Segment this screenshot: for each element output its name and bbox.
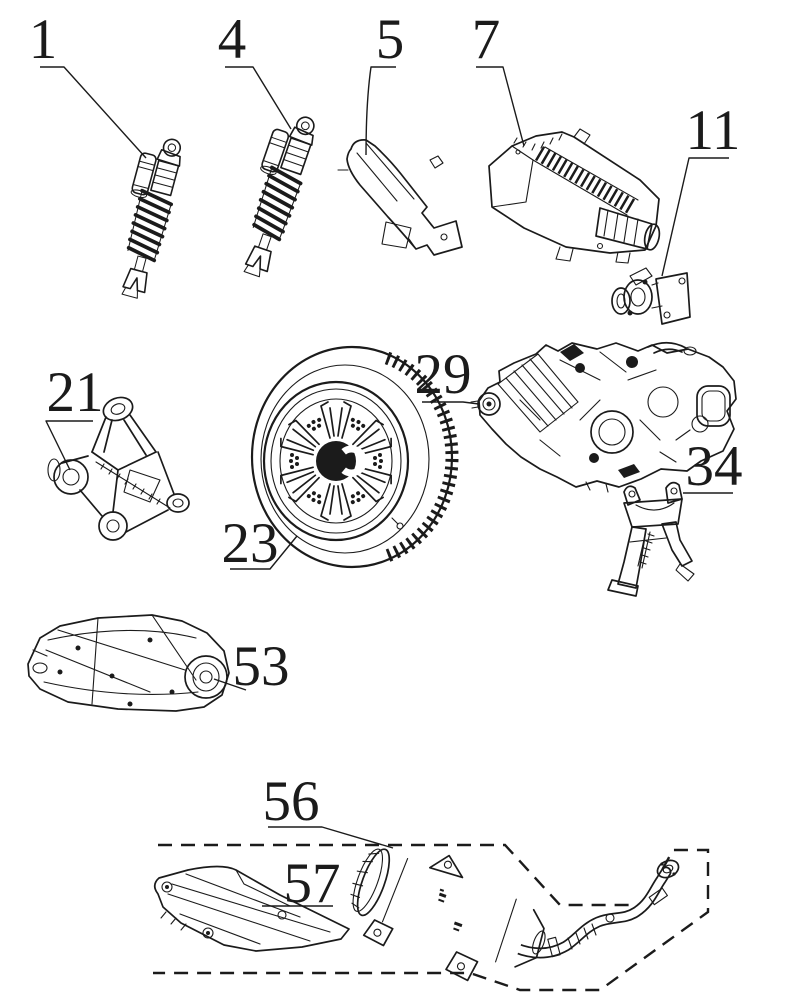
- part-drawing-heat-shield-57: [153, 865, 350, 952]
- callout-number-5: 5: [376, 8, 405, 71]
- callout-53: 53: [213, 635, 290, 698]
- callout-number-4: 4: [218, 8, 247, 71]
- callout-leader-53: [213, 678, 247, 691]
- callout-7: 7: [472, 8, 525, 147]
- callout-21: 21: [45, 361, 104, 471]
- callout-number-7: 7: [472, 8, 501, 71]
- callout-leader-29: [422, 401, 480, 405]
- part-drawing-cvt-cover-53: [27, 614, 230, 712]
- callout-56: 56: [263, 770, 394, 849]
- callout-number-34: 34: [686, 435, 743, 498]
- callout-number-11: 11: [686, 99, 741, 162]
- callout-23: 23: [222, 512, 298, 575]
- callout-number-56: 56: [263, 770, 320, 833]
- part-drawing-engine-hanger-21: [47, 396, 190, 541]
- callout-leader-11: [661, 157, 729, 277]
- callout-57: 57: [262, 852, 341, 915]
- callout-number-29: 29: [415, 343, 472, 406]
- callout-number-23: 23: [222, 512, 279, 575]
- part-drawing-throttle-body-11: [611, 267, 691, 325]
- part-drawing-rear-wheel-23: [250, 345, 459, 569]
- callout-4: 4: [218, 8, 292, 130]
- callout-number-57: 57: [284, 852, 341, 915]
- callout-number-53: 53: [233, 635, 290, 698]
- callout-leader-1: [40, 66, 147, 159]
- part-drawing-center-stand-34: [607, 481, 695, 597]
- callout-5: 5: [365, 8, 405, 156]
- callout-11: 11: [661, 99, 741, 277]
- callout-leader-21: [45, 420, 93, 471]
- callout-1: 1: [29, 8, 147, 159]
- callout-number-1: 1: [29, 8, 58, 71]
- callout-29: 29: [415, 343, 480, 406]
- part-drawing-air-filter-7: [488, 128, 661, 264]
- part-drawing-engine-29: [470, 341, 737, 493]
- callout-34: 34: [683, 435, 743, 498]
- callout-leader-5: [365, 66, 396, 156]
- part-drawing-shock-absorber-4: [225, 106, 324, 282]
- callout-number-21: 21: [47, 361, 104, 424]
- callout-leader-56: [268, 826, 394, 849]
- part-drawing-exhaust-muffler-56: [350, 848, 680, 982]
- callout-leader-23: [230, 535, 298, 570]
- part-drawing-bracket-5: [337, 139, 463, 256]
- callout-leader-7: [476, 66, 525, 147]
- callout-leader-4: [225, 66, 292, 130]
- dashed-group-outline: [153, 843, 710, 992]
